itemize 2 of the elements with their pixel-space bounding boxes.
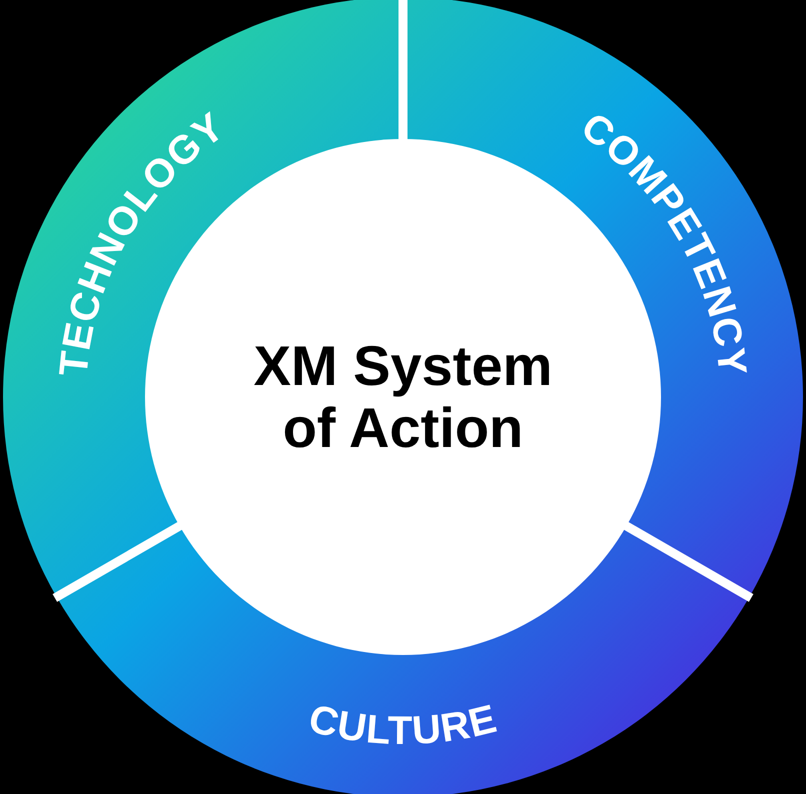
center-title: XM System of Action xyxy=(252,335,554,459)
segment-label: CULTURE xyxy=(304,696,502,754)
